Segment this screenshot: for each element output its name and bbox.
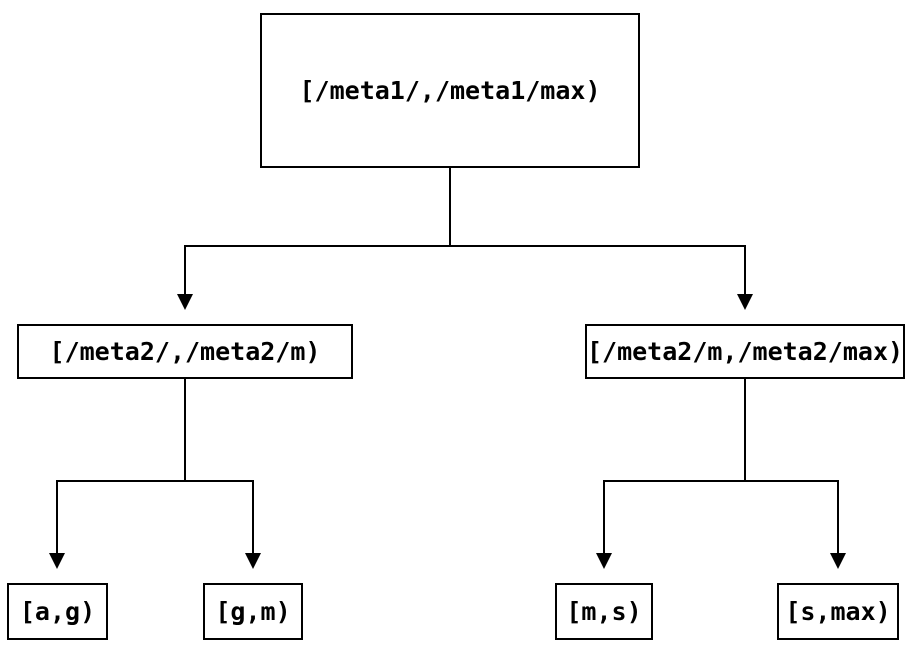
tree-node-leaf-1-label: [a,g): [19, 597, 96, 626]
tree-node-left-child-label: [/meta2/,/meta2/m): [49, 337, 321, 366]
arrowhead-down-icon: [830, 553, 846, 569]
arrowhead-down-icon: [596, 553, 612, 569]
tree-node-leaf-4-label: [s,max): [785, 597, 891, 626]
tree-node-right-child: [/meta2/m,/meta2/max): [585, 324, 905, 379]
tree-node-leaf-3-label: [m,s): [566, 597, 642, 626]
tree-node-leaf-1: [a,g): [7, 583, 108, 640]
tree-node-leaf-4: [s,max): [777, 583, 899, 640]
arrowhead-down-icon: [49, 553, 65, 569]
tree-node-root-label: [/meta1/,/meta1/max): [299, 76, 601, 105]
arrowhead-down-icon: [245, 553, 261, 569]
tree-node-right-child-label: [/meta2/m,/meta2/max): [586, 337, 904, 366]
arrowhead-down-icon: [177, 294, 193, 310]
tree-node-leaf-2-label: [g,m): [215, 597, 291, 626]
arrowhead-down-icon: [737, 294, 753, 310]
tree-node-root: [/meta1/,/meta1/max): [260, 13, 640, 168]
tree-node-left-child: [/meta2/,/meta2/m): [17, 324, 353, 379]
tree-node-leaf-3: [m,s): [555, 583, 653, 640]
tree-node-leaf-2: [g,m): [203, 583, 303, 640]
